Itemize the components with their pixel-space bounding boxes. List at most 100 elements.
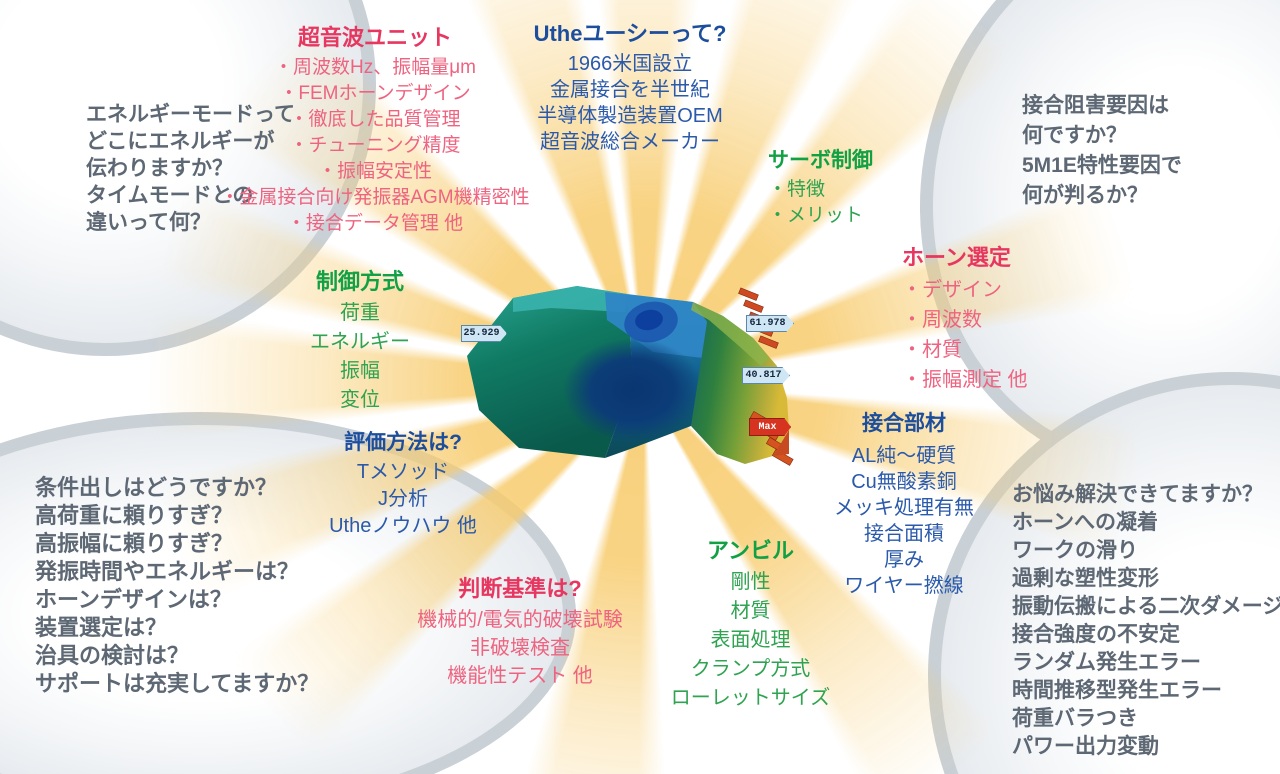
- topic-item: 機能性テスト 他: [447, 665, 593, 687]
- topic-items: ・周波数Hz、振幅量μm ・FEMホーンデザイン・徹底した品質管理・チューニング精…: [195, 55, 555, 237]
- question-line: 伝わりますか？: [86, 157, 233, 180]
- topic-item: ・振幅測定 他: [902, 369, 1028, 391]
- question-line: ホーンデザインは？: [35, 587, 232, 612]
- question-line: 接合強度の不安定: [1012, 623, 1180, 646]
- topic-item: 表面処理: [710, 629, 791, 651]
- question-bond-inhibitors: 接合阻害要因は何ですか？ 5M1E特性要因で何が判るか？: [1022, 91, 1182, 211]
- fem-value-tag-upper-right: 61.978: [746, 315, 794, 332]
- question-line: エネルギーモードって: [86, 103, 295, 126]
- question-line: 5M1E特性要因で: [1022, 154, 1182, 177]
- question-line: 装置選定は？: [35, 615, 168, 640]
- topic-item: 1966米国設立: [567, 53, 693, 75]
- question-line: 発振時間やエネルギーは？: [35, 559, 300, 584]
- topic-heading: 判断基準は?: [458, 576, 582, 601]
- topic-item: ・接合データ管理 他: [286, 213, 464, 234]
- topic-items: 剛性材質表面処理クランプ方式ローレットサイズ: [658, 568, 843, 713]
- question-condition-setting: 条件出しはどうですか？ 高荷重に頼りすぎ？ 高振幅に頼りすぎ？ 発振時間やエネルギーは…: [35, 474, 319, 698]
- topic-control-method: 制御方式 荷重エネルギー振幅変位: [280, 264, 440, 415]
- fem-value-tag-mid-right: 40.817: [742, 367, 790, 384]
- question-line: ホーンへの凝着: [1012, 511, 1158, 534]
- fem-horn-graphic: [467, 286, 794, 466]
- topic-horn-selection: ホーン選定 ・デザイン・周波数・材質・振幅測定 他: [902, 240, 1028, 395]
- topic-item: AL純～硬質: [851, 445, 957, 467]
- topic-item: エネルギー: [310, 331, 410, 353]
- question-line: お悩み解決できてますか？: [1012, 483, 1263, 506]
- topic-item: ・特徴: [768, 179, 826, 200]
- topic-item: Tメソッド: [356, 461, 450, 483]
- topic-item: ・周波数Hz、振幅量μm: [274, 57, 476, 78]
- topic-item: 機械的/電気的破壊試験: [417, 609, 623, 631]
- question-line: 荷重バラつき: [1012, 707, 1138, 730]
- topic-item: 荷重: [340, 302, 380, 324]
- question-line: 条件出しはどうですか？: [35, 475, 278, 500]
- topic-item: ・デザイン: [902, 279, 1002, 301]
- question-line: 何ですか？: [1022, 124, 1127, 147]
- question-line: 過剰な塑性変形: [1012, 567, 1159, 590]
- topic-item: ・メリット: [768, 205, 864, 226]
- question-line: 振動伝搬による二次ダメージ: [1012, 595, 1280, 618]
- topic-item: ・材質: [902, 339, 962, 361]
- question-line: 違いって何？: [86, 211, 211, 234]
- topic-items: 機械的/電気的破壊試験非破壊検査機能性テスト 他: [400, 606, 640, 690]
- topic-item: 材質: [730, 600, 771, 622]
- question-line: 時間推移型発生エラー: [1012, 679, 1222, 702]
- topic-ultrasonic-unit: 超音波ユニット ・周波数Hz、振幅量μm ・FEMホーンデザイン・徹底した品質管理…: [195, 20, 555, 237]
- question-line: パワー出力変動: [1012, 735, 1159, 758]
- topic-heading: 接合部材: [862, 412, 946, 435]
- topic-item: クランプ方式: [690, 658, 811, 680]
- topic-item: ・FEMホーンデザイン: [279, 83, 471, 104]
- question-troubleshooting: お悩み解決できてますか？ ホーンへの凝着ワークの滑り過剰な塑性変形振動伝搬による二…: [1012, 481, 1280, 761]
- question-energy-mode: エネルギーモードってどこにエネルギーが伝わりますか？ タイムモードとの違いって何？: [86, 101, 295, 236]
- topic-item: Utheノウハウ 他: [329, 515, 477, 537]
- topic-items: 荷重エネルギー振幅変位: [280, 299, 440, 415]
- question-line: タイムモードとの: [86, 184, 254, 207]
- question-line: 何が判るか？: [1022, 184, 1148, 207]
- question-line: 接合阻害要因は: [1022, 94, 1169, 117]
- question-line: 治具の検討は？: [35, 643, 190, 668]
- question-line: サポートは充実してますか？: [35, 671, 320, 696]
- topic-item: ・徹底した品質管理: [289, 109, 461, 130]
- topic-item: 接合面積: [864, 523, 944, 545]
- fem-horn-model: [455, 258, 820, 486]
- topic-heading: Utheユーシーって?: [533, 21, 727, 46]
- topic-item: J分析: [378, 488, 428, 510]
- question-line: 高振幅に頼りすぎ？: [35, 531, 234, 556]
- question-line: どこにエネルギーが: [86, 130, 275, 153]
- topic-item: ・振幅安定性: [317, 161, 432, 182]
- topic-item: 振幅: [340, 360, 380, 382]
- topic-item: 非破壊検査: [470, 637, 570, 659]
- topic-heading: ホーン選定: [902, 245, 1011, 270]
- topic-item: メッキ処理有無: [834, 497, 974, 519]
- topic-heading: 超音波ユニット: [297, 25, 452, 50]
- topic-anvil: アンビル 剛性材質表面処理クランプ方式ローレットサイズ: [658, 533, 843, 713]
- question-line: ランダム発生エラー: [1012, 651, 1201, 674]
- topic-item: 剛性: [730, 571, 771, 593]
- topic-items: ・デザイン・周波数・材質・振幅測定 他: [902, 275, 1028, 395]
- fem-max-tag: Max: [749, 418, 791, 436]
- topic-heading: 制御方式: [315, 269, 404, 294]
- topic-heading: サーボ制御: [768, 149, 873, 172]
- question-line: 高荷重に頼りすぎ？: [35, 503, 234, 528]
- topic-items: Tメソッド J分析 Utheノウハウ 他: [318, 459, 488, 540]
- topic-item: ・チューニング精度: [289, 135, 461, 156]
- topic-item: ・周波数: [902, 309, 982, 331]
- topic-item: ワイヤー撚線: [844, 575, 964, 597]
- topic-item: 半導体製造装置OEM: [537, 105, 723, 127]
- topic-item: 金属接合を半世紀: [550, 79, 710, 101]
- topic-heading: 評価方法は?: [344, 431, 462, 454]
- topic-item: 厚み: [884, 549, 924, 571]
- topic-evaluation-methods: 評価方法は? Tメソッド J分析 Utheノウハウ 他: [318, 426, 488, 540]
- topic-heading: アンビル: [706, 538, 795, 563]
- topic-item: ローレットサイズ: [670, 687, 831, 709]
- topic-item: 変位: [340, 389, 380, 411]
- question-line: ワークの滑り: [1012, 539, 1138, 562]
- topic-servo-control: サーボ制御 ・特徴・メリット: [768, 144, 873, 229]
- fem-value-tag-left: 25.929: [461, 325, 507, 342]
- topic-judgment-criteria: 判断基準は? 機械的/電気的破壊試験非破壊検査機能性テスト 他: [400, 571, 640, 690]
- topic-item: ・金属接合向け発振器AGM機精密性: [220, 187, 530, 208]
